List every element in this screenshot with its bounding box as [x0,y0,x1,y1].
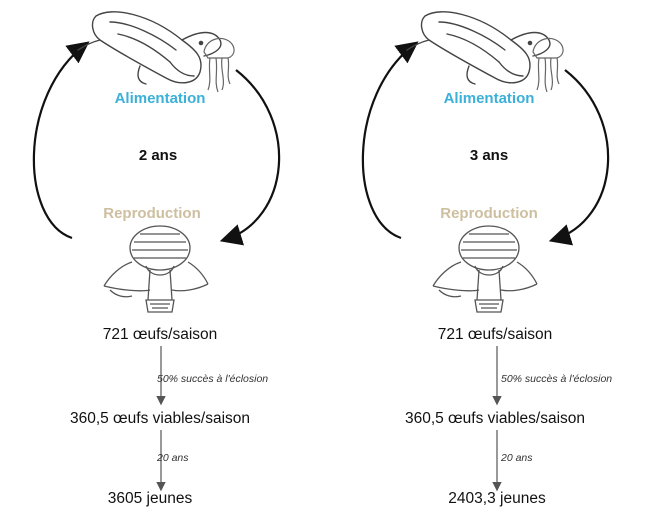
remigration-interval: 3 ans [469,147,509,164]
remigration-interval: 2 ans [138,147,178,164]
cycle-panel-3-years: Alimentation 3 ans Reproduction 721 œufs… [329,0,657,513]
sea-turtle-icon [77,11,222,85]
viable-eggs-per-season: 360,5 œufs viables/saison [404,410,586,427]
hatching-success-note: 50% succès à l'éclosion [501,373,613,385]
cycle-panel-2-years: Alimentation 2 ans Reproduction 721 œufs… [0,0,328,513]
reproduction-label: Reproduction [103,205,201,222]
eggs-per-season: 721 œufs/saison [437,326,553,343]
nesting-turtle-icon [432,225,538,313]
years-note: 20 ans [501,452,533,464]
cycle-arrow-right [548,69,610,246]
cycle-diagram [361,11,610,492]
feeding-label: Alimentation [443,90,535,107]
jellyfish-icon [203,37,235,93]
years-note: 20 ans [157,452,189,464]
sea-turtle-icon [406,11,551,85]
eggs-per-season: 721 œufs/saison [102,326,218,343]
jellyfish-icon [532,37,564,93]
viable-eggs-per-season: 360,5 œufs viables/saison [69,410,251,427]
cycle-arrow-left [32,41,90,240]
cycle-diagram [32,11,281,492]
feeding-label: Alimentation [114,90,206,107]
cycle-arrow-right [219,69,281,246]
juveniles-count: 3605 jeunes [107,490,193,507]
cycle-arrow-left [361,41,419,240]
hatching-success-note: 50% succès à l'éclosion [157,373,269,385]
juveniles-count: 2403,3 jeunes [448,490,546,507]
reproduction-label: Reproduction [440,205,538,222]
nesting-turtle-icon [103,225,209,313]
